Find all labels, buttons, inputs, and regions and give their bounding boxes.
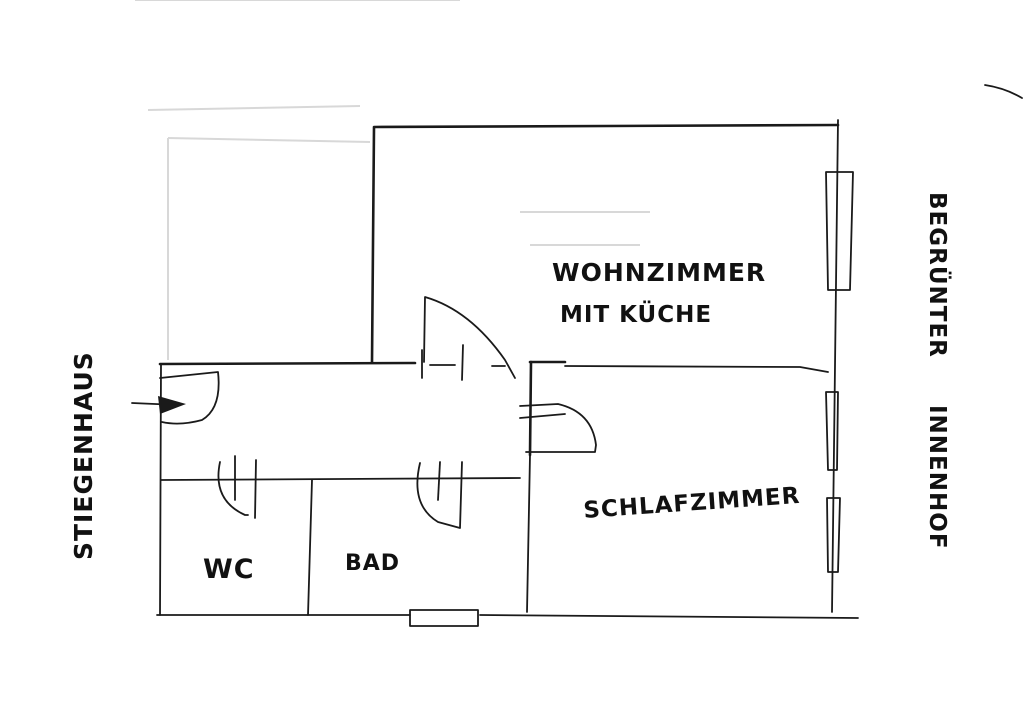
entrance-door	[131, 371, 220, 425]
window-schlafzimmer-1	[825, 391, 839, 471]
label-innenhof: INNENHOF	[924, 405, 950, 550]
entrance-arrow-icon	[158, 396, 186, 414]
label-bad: BAD	[345, 551, 400, 576]
door-bad	[416, 461, 463, 529]
label-mit-kueche: MIT KÜCHE	[560, 300, 712, 328]
erased-outline	[135, 0, 650, 360]
label-wohnzimmer: WOHNZIMMER	[552, 258, 766, 287]
window-bad	[409, 609, 479, 627]
label-wc: WC	[203, 554, 255, 585]
stray-mark	[984, 84, 1023, 99]
door-wohnzimmer	[421, 296, 516, 381]
window-wohnzimmer	[825, 171, 854, 291]
label-stiegenhaus: STIEGENHAUS	[69, 351, 98, 560]
walls	[156, 119, 859, 619]
label-schlafzimmer: SCHLAFZIMMER	[583, 483, 802, 524]
windows	[409, 171, 854, 627]
window-schlafzimmer-2	[826, 497, 841, 573]
door-wc	[217, 455, 257, 519]
door-schlafzimmer	[519, 403, 597, 453]
label-begruenter: BEGRÜNTER	[924, 192, 952, 358]
